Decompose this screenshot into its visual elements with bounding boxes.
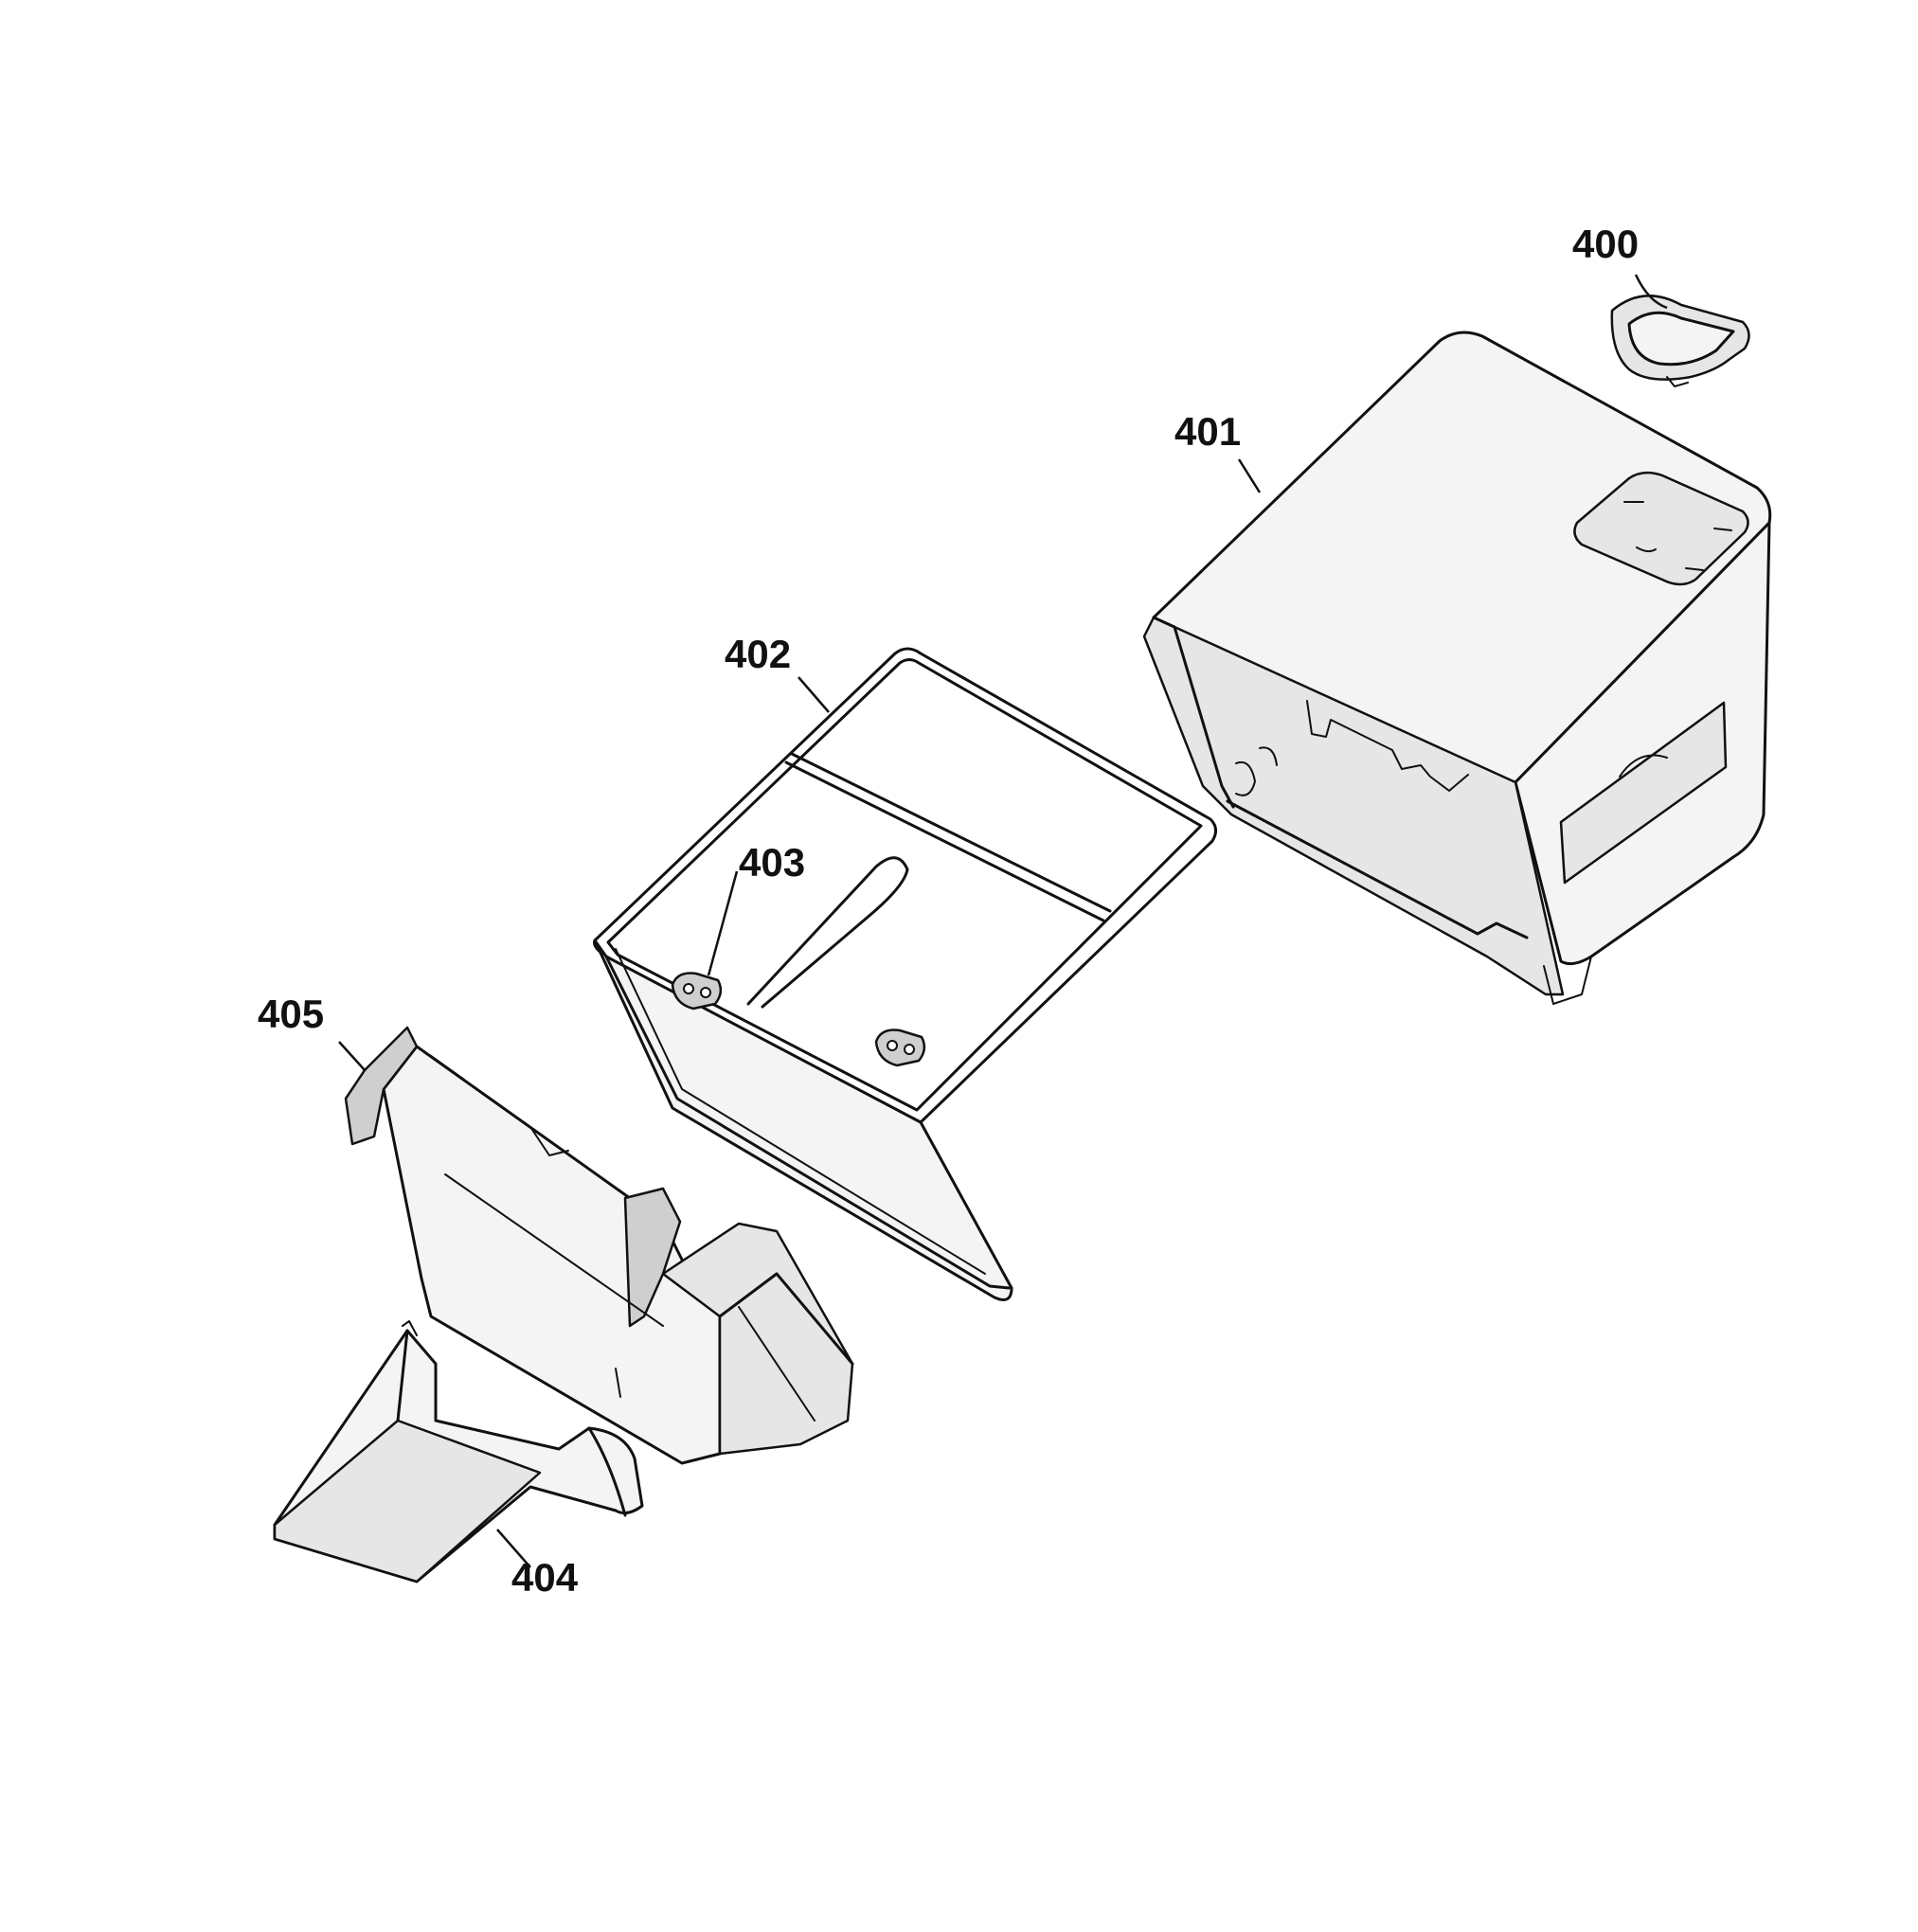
part-404-chute <box>273 1320 644 1583</box>
leader-403 <box>707 870 739 976</box>
leader-404 <box>496 1529 531 1568</box>
leader-401 <box>1237 458 1262 493</box>
leader-405 <box>338 1041 366 1071</box>
part-403-clip-b <box>874 1029 926 1067</box>
label-403: 403 <box>739 840 805 885</box>
leader-400 <box>1634 274 1668 310</box>
label-404: 404 <box>511 1555 579 1600</box>
label-402: 402 <box>725 632 791 676</box>
part-400-cap <box>1610 295 1750 387</box>
leader-402 <box>798 676 830 713</box>
part-402-frame <box>593 647 1217 1301</box>
part-403-clip-a <box>671 972 723 1011</box>
label-401: 401 <box>1174 409 1241 454</box>
label-400: 400 <box>1572 222 1639 266</box>
part-405-rear-flap <box>344 1026 854 1465</box>
label-405: 405 <box>258 992 324 1036</box>
part-401-box-shell <box>1142 331 1772 1005</box>
